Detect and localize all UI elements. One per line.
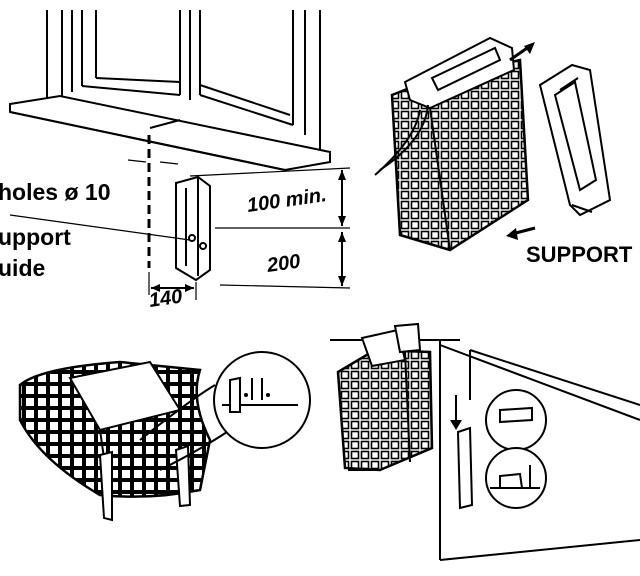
- window-frame-drawing: [9, 10, 331, 172]
- bracket-detail-bottom-icon: [485, 447, 547, 509]
- dimension-100-min: 100 min.: [246, 184, 328, 217]
- detail-circle-icon: [213, 351, 311, 449]
- leader-line: [159, 161, 179, 165]
- bracket-plate-icon: [175, 175, 211, 282]
- dimension-140: 140: [148, 286, 184, 312]
- bracket-detail-top-icon: [485, 389, 547, 451]
- support-label: SUPPORT: [526, 242, 633, 267]
- wall-mount-drawing: [330, 322, 640, 561]
- support-plate-icon: [538, 63, 612, 217]
- support-guide-label-2: uide: [0, 255, 45, 281]
- holes-label: holes ø 10: [0, 179, 110, 205]
- leader-line: [127, 159, 147, 163]
- dimension-lines: [148, 167, 351, 300]
- leader-line: [9, 214, 191, 241]
- dimension-200: 200: [265, 251, 302, 278]
- outdoor-unit-icon: [374, 36, 536, 252]
- unit-grille-bottom-icon: [18, 360, 231, 522]
- support-guide-label-1: upport: [0, 224, 71, 250]
